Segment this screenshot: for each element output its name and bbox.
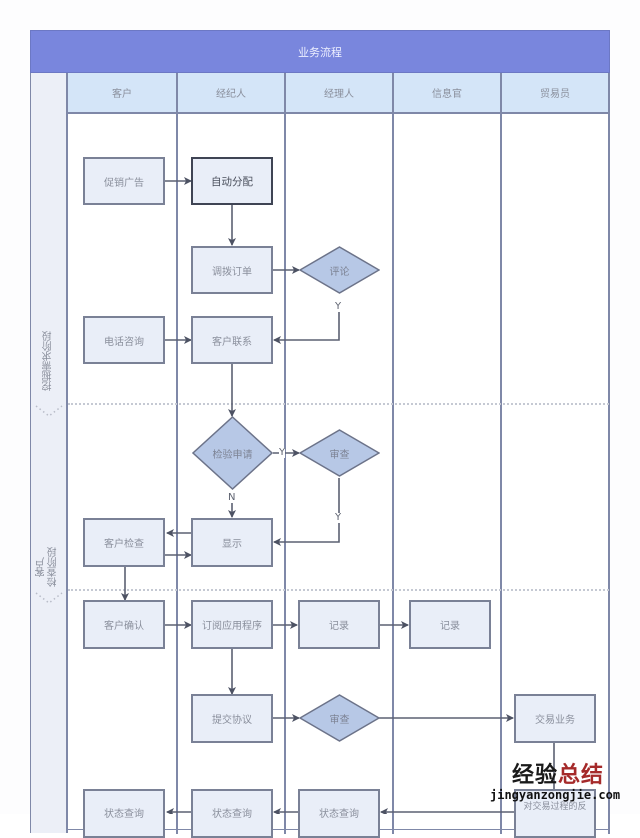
watermark-text-2: 总结	[558, 763, 605, 788]
node-record-info-officer[interactable]: 记录	[409, 600, 491, 649]
phase-divider	[68, 403, 609, 405]
edge-review-to-contact-customer	[273, 312, 340, 344]
node-record-manager[interactable]: 记录	[298, 600, 380, 649]
watermark-url: jingyanzongjie.com	[490, 788, 621, 802]
decision-label: 检验申请	[212, 449, 253, 461]
lane-divider	[392, 114, 394, 834]
edge-label-no: N	[228, 492, 236, 503]
lane-divider	[608, 114, 610, 834]
decision-verify-request[interactable]: 检验申请	[192, 416, 273, 490]
edge-label-yes: Y	[335, 301, 342, 312]
node-customer-check[interactable]: 客户检查	[83, 518, 165, 567]
watermark-logo: 经验总结	[490, 764, 640, 788]
decision-audit-2[interactable]: 审查	[299, 694, 380, 742]
edge-label-yes: Y	[279, 447, 286, 458]
node-phone-consult[interactable]: 电话咨询	[83, 316, 165, 364]
lane-divider	[500, 114, 502, 834]
watermark: 经验总结 jingyanzongjie.com	[490, 764, 640, 803]
lane-divider	[284, 114, 286, 834]
lane-header-manager: 经理人	[286, 73, 394, 114]
decision-label: 审查	[329, 714, 350, 726]
node-contact-customer[interactable]: 客户联系	[191, 316, 273, 364]
node-customer-confirm[interactable]: 客户确认	[83, 600, 165, 649]
diagram-title: 业务流程	[30, 30, 610, 73]
lane-divider	[176, 114, 178, 834]
diamond-shape	[192, 416, 273, 490]
lane-header-trader: 贸易员	[502, 73, 610, 114]
node-trade-business[interactable]: 交易业务	[514, 694, 596, 743]
lane-header-info-officer: 信息官	[394, 73, 502, 114]
decision-label: 审查	[329, 449, 350, 461]
node-auto-assign[interactable]: 自动分配	[191, 157, 273, 205]
edge-audit1-to-display	[273, 478, 340, 546]
phase-chevron-icon	[35, 592, 63, 604]
diamond-shape	[299, 694, 380, 742]
phase-column	[30, 73, 68, 833]
phase-chevron-icon	[35, 405, 63, 417]
phase-divider	[68, 589, 609, 591]
node-allocate-order[interactable]: 调拨订单	[191, 246, 273, 294]
node-submit-agreement[interactable]: 提交协议	[191, 694, 273, 743]
decision-audit-1[interactable]: 审查	[299, 429, 380, 477]
decision-label: 评论	[329, 266, 350, 278]
diamond-shape	[299, 246, 380, 294]
diamond-shape	[299, 429, 380, 477]
diagram-canvas: 业务流程 客户 经纪人 经理人 信息官 贸易员 挖掘需求阶段 客户 检查阶段	[30, 30, 640, 838]
lane-header-broker: 经纪人	[178, 73, 286, 114]
node-display[interactable]: 显示	[191, 518, 273, 567]
watermark-text-1: 经验	[512, 763, 559, 788]
flow-edges	[121, 177, 555, 814]
node-promo[interactable]: 促销广告	[83, 157, 165, 205]
lane-header-customer: 客户	[68, 73, 178, 114]
edge-label-yes: Y	[335, 512, 342, 523]
decision-review-comment[interactable]: 评论	[299, 246, 380, 294]
node-subscribe-app[interactable]: 订阅应用程序	[191, 600, 273, 649]
